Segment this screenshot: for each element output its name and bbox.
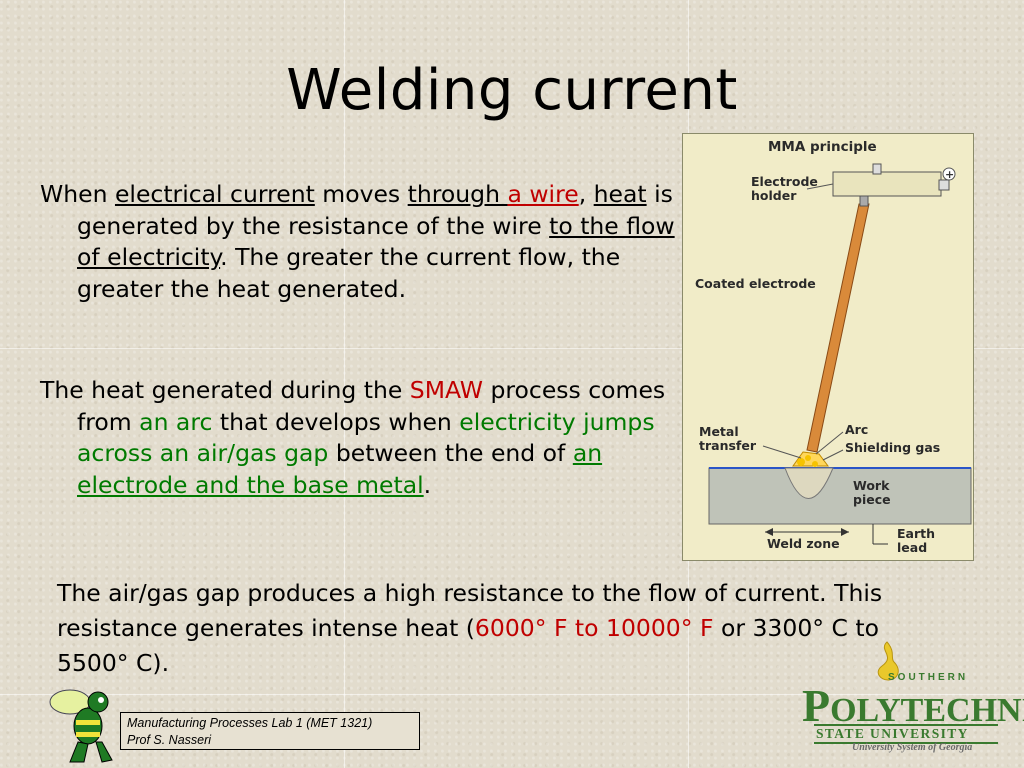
logo-polytechnic-text: POLYTECHNIC <box>802 679 1024 732</box>
electrode-stub <box>859 195 869 207</box>
flame-icon <box>877 641 899 681</box>
university-logo: SOUTHERN POLYTECHNIC STATE UNIVERSITY Un… <box>790 640 1024 760</box>
link-flow-of-electricity[interactable]: to the flow of electricity <box>77 211 675 272</box>
label-lead: lead <box>897 540 927 555</box>
logo-southern-text: SOUTHERN <box>888 672 969 683</box>
smaw-term: SMAW <box>409 376 484 404</box>
link-heat[interactable]: heat <box>593 180 647 208</box>
text: The air/gas gap produces a high resistan… <box>57 579 883 642</box>
mma-diagram-svg: MMA principle + Electrode holder Coated … <box>695 139 972 555</box>
text: . <box>423 470 432 499</box>
leader-line <box>806 183 834 190</box>
logo-p: P <box>802 680 831 731</box>
footer-instructor: Prof S. Nasseri <box>127 733 212 747</box>
coated-electrode-shape <box>806 203 870 453</box>
metal-droplet <box>805 455 811 461</box>
slide-title: Welding current <box>286 58 738 123</box>
paragraph-resistance-heat: The air/gas gap produces a high resistan… <box>57 576 957 681</box>
label-work: Work <box>853 478 890 493</box>
link-electrode-base-metal[interactable]: an electrode and the base metal <box>77 439 603 499</box>
leader-line <box>815 431 844 455</box>
leader-line <box>762 445 802 459</box>
link-electrical-current[interactable]: electrical current <box>114 180 315 208</box>
plus-terminal-icon <box>942 167 956 181</box>
text: . The greater the current flow, the grea… <box>77 243 621 303</box>
label-holder: holder <box>751 188 797 203</box>
text: between the end of <box>328 439 573 467</box>
label-weld-zone: Weld zone <box>767 536 840 551</box>
bee-stripe <box>76 732 100 737</box>
text: When <box>40 180 115 208</box>
logo-usg-text: University System of Georgia <box>852 742 973 753</box>
bee-head <box>87 691 109 713</box>
work-piece-shape <box>708 467 972 525</box>
label-metal: Metal <box>699 424 739 439</box>
link-through[interactable]: through <box>407 180 508 208</box>
label-transfer: transfer <box>699 438 757 453</box>
label-piece: piece <box>853 492 891 507</box>
bee-mascot-icon <box>49 689 113 763</box>
mma-diagram: MMA principle + Electrode holder Coated … <box>682 133 974 561</box>
arrow-head <box>765 528 773 536</box>
label-electrode: Electrode <box>751 174 818 189</box>
label-earth: Earth <box>897 526 935 541</box>
footer-course-box: Manufacturing Processes Lab 1 (MET 1321)… <box>120 712 420 750</box>
text: , <box>578 180 594 208</box>
text: or 3300° C to 5500° C). <box>57 614 879 677</box>
bee-stripe <box>76 720 100 725</box>
bee-leg <box>95 741 113 763</box>
link-a-wire[interactable]: a wire <box>507 180 579 208</box>
holder-cable <box>938 179 950 191</box>
electrode-holder-shape <box>832 171 942 197</box>
diagram-title: MMA principle <box>768 139 877 155</box>
text: process comes from <box>77 376 666 436</box>
temperature-fahrenheit: 6000° F to 10000° F <box>474 614 714 642</box>
background-grid-line <box>0 348 1024 349</box>
electricity-jumps-term: electricity jumps across an air/gas gap <box>77 407 655 468</box>
background-grid-line <box>344 0 345 768</box>
holder-clip <box>872 163 882 175</box>
arrow-head <box>841 528 849 536</box>
logo-state-university: STATE UNIVERSITY <box>814 724 998 744</box>
text: that develops when <box>212 407 460 436</box>
leader-line <box>822 449 844 461</box>
bee-eye <box>98 697 104 703</box>
plus-sign: + <box>945 168 954 181</box>
footer-course: Manufacturing Processes Lab 1 (MET 1321) <box>127 716 373 730</box>
bee-leg <box>69 741 89 763</box>
label-arc: Arc <box>845 422 868 437</box>
text: moves <box>314 180 408 208</box>
metal-droplet <box>812 461 818 467</box>
paragraph-electric-current: When electrical current moves through a … <box>40 179 677 305</box>
logo-olytechnic: OLYTECHNIC <box>830 692 1024 729</box>
bee-body <box>73 707 103 745</box>
metal-droplet <box>797 458 805 466</box>
background-grid-line <box>0 694 1024 695</box>
label-coated-electrode: Coated electrode <box>695 276 816 291</box>
text: is generated by the resistance of the wi… <box>77 180 673 240</box>
arc-term: an arc <box>139 407 213 436</box>
label-shielding-gas: Shielding gas <box>845 440 940 455</box>
text: The heat generated during the <box>40 376 410 404</box>
weld-pool-shape <box>784 467 834 499</box>
paragraph-smaw-arc: The heat generated during the SMAW proce… <box>40 375 667 501</box>
